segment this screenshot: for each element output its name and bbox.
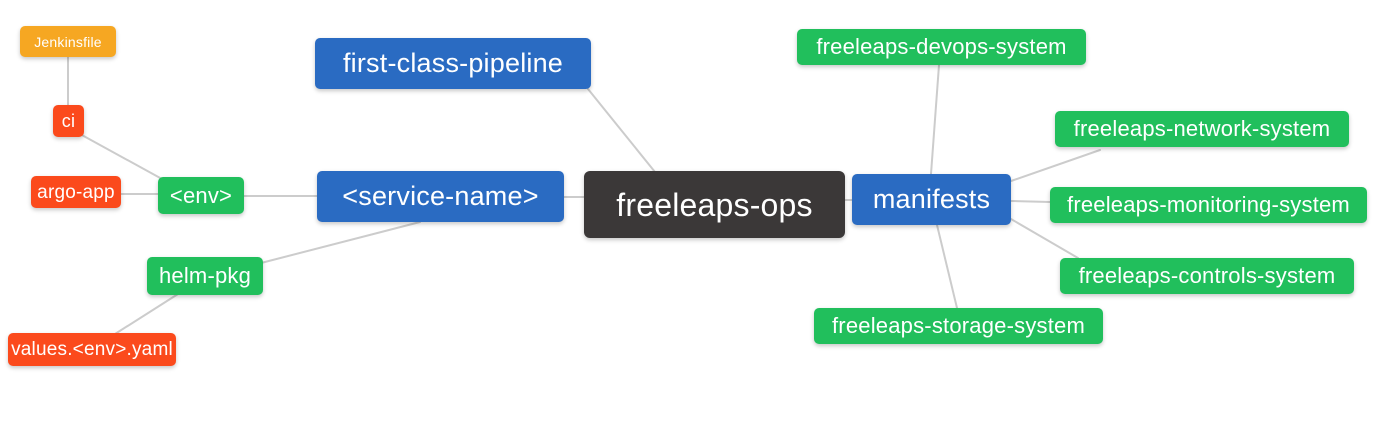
node-env[interactable]: <env> xyxy=(158,177,244,214)
edge-manifests-storage-system xyxy=(936,224,958,309)
edge-pipeline-freeleaps-ops xyxy=(587,88,656,173)
node-values-env-yaml[interactable]: values.<env>.yaml xyxy=(8,333,176,366)
node-helm-pkg[interactable]: helm-pkg xyxy=(147,257,263,295)
node-manifests[interactable]: manifests xyxy=(852,174,1011,225)
edge-ci-env xyxy=(79,133,163,180)
node-freeleaps-ops-root[interactable]: freeleaps-ops xyxy=(584,171,845,238)
edge-manifests-network-system xyxy=(1010,149,1101,182)
edge-helm-pkg-values-yaml xyxy=(114,293,179,335)
edge-helm-pkg-service-name xyxy=(260,221,421,264)
edge-manifests-monitoring-system xyxy=(1010,200,1051,203)
edge-manifests-devops-system xyxy=(930,64,940,175)
node-jenkinsfile[interactable]: Jenkinsfile xyxy=(20,26,116,57)
node-service-name[interactable]: <service-name> xyxy=(317,171,564,222)
node-ci[interactable]: ci xyxy=(53,105,84,137)
node-freeleaps-storage-system[interactable]: freeleaps-storage-system xyxy=(814,308,1103,344)
edge-manifests-controls-system xyxy=(1010,218,1079,259)
node-freeleaps-devops-system[interactable]: freeleaps-devops-system xyxy=(797,29,1086,65)
node-argo-app[interactable]: argo-app xyxy=(31,176,121,208)
node-freeleaps-monitoring-system[interactable]: freeleaps-monitoring-system xyxy=(1050,187,1367,223)
node-freeleaps-controls-system[interactable]: freeleaps-controls-system xyxy=(1060,258,1354,294)
node-freeleaps-network-system[interactable]: freeleaps-network-system xyxy=(1055,111,1349,147)
node-first-class-pipeline[interactable]: first-class-pipeline xyxy=(315,38,591,89)
